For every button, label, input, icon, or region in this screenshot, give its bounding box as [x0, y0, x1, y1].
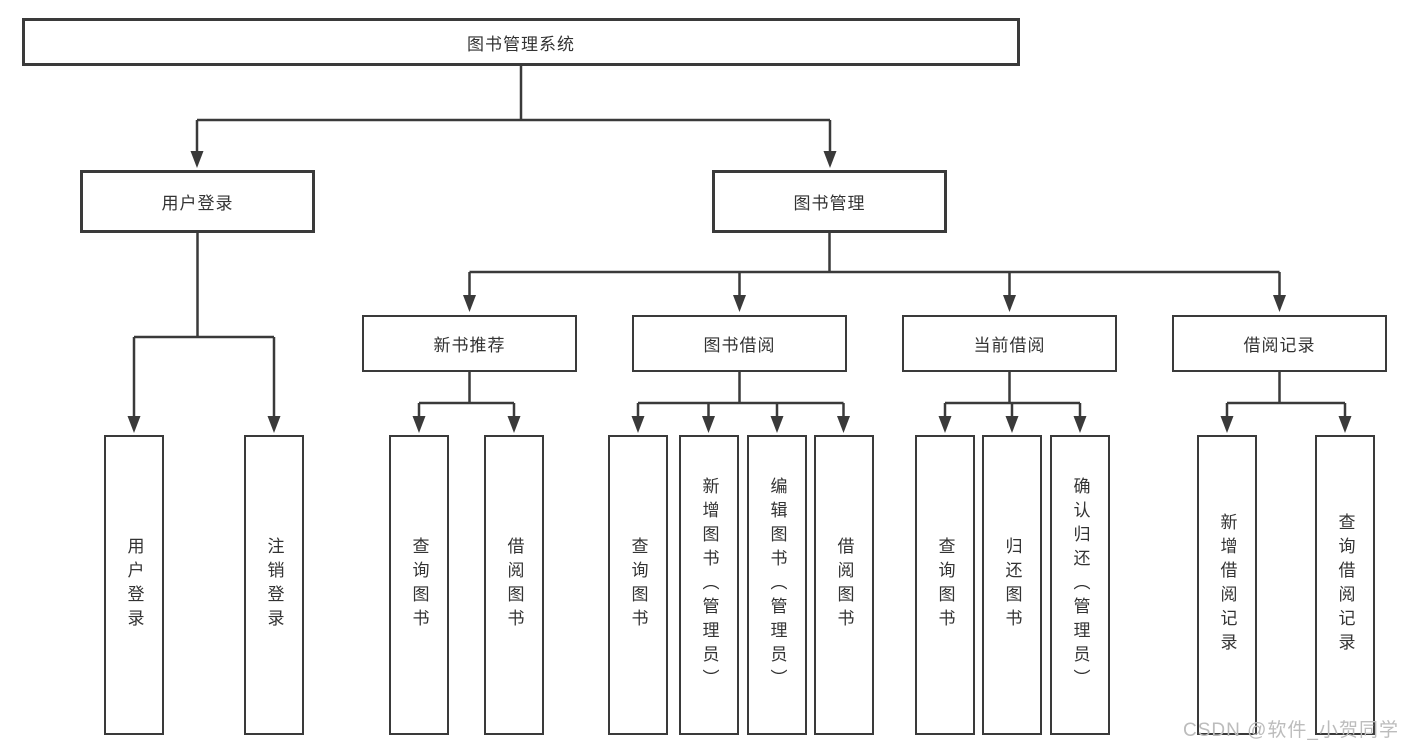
leaf-borrow-books-borrowing: 借阅图书	[814, 435, 874, 735]
node-label: 归还图书	[1002, 537, 1022, 633]
connector-current-borrowing-bus	[943, 372, 1082, 418]
arrowhead-user-login	[190, 151, 204, 168]
arrowhead-leaf-user-login	[127, 416, 141, 433]
arrowhead-leaf-return-books	[1005, 416, 1019, 433]
connector-user-login-bus	[132, 233, 276, 418]
arrowhead-book-management	[823, 151, 837, 168]
arrowhead-leaf-confirm-return	[1073, 416, 1087, 433]
arrowhead-leaf-add-record	[1220, 416, 1234, 433]
arrowhead-leaf-add-book	[702, 416, 715, 433]
node-label: 新增借阅记录	[1217, 513, 1237, 657]
node-user-login: 用户登录	[80, 170, 315, 233]
node-label: 新增图书（管理员）	[699, 477, 719, 693]
leaf-user-login: 用户登录	[104, 435, 164, 735]
node-library-management-system: 图书管理系统	[22, 18, 1020, 66]
connector-book-borrowing-bus	[636, 372, 845, 418]
arrowhead-leaf-edit-book	[770, 416, 784, 433]
node-label: 用户登录	[124, 537, 144, 633]
arrowhead-book-borrowing	[733, 295, 746, 312]
leaf-query-books-recommend: 查询图书	[389, 435, 449, 735]
node-borrowing-records: 借阅记录	[1172, 315, 1387, 372]
connector-root-bus	[195, 66, 832, 153]
node-label: 图书管理系统	[467, 34, 575, 54]
leaf-query-borrow-record: 查询借阅记录	[1315, 435, 1375, 735]
leaf-borrow-books-recommend: 借阅图书	[484, 435, 544, 735]
leaf-query-books-borrowing: 查询图书	[608, 435, 668, 735]
connector-borrowing-records-bus	[1225, 372, 1347, 418]
arrowhead-leaf-query-books-3	[938, 416, 952, 433]
leaf-return-books: 归还图书	[982, 435, 1042, 735]
node-book-management: 图书管理	[712, 170, 947, 233]
node-label: 查询借阅记录	[1335, 513, 1355, 657]
node-label: 查询图书	[628, 537, 648, 633]
arrowhead-leaf-borrow-books-1	[507, 416, 521, 433]
connector-book-management-bus	[468, 233, 1281, 297]
leaf-add-book-admin: 新增图书（管理员）	[679, 435, 739, 735]
node-label: 图书管理	[793, 194, 866, 213]
arrowhead-leaf-query-record	[1338, 416, 1352, 433]
node-label: 借阅记录	[1243, 336, 1316, 355]
arrowhead-leaf-query-books-2	[631, 416, 645, 433]
leaf-logout: 注销登录	[244, 435, 304, 735]
leaf-add-borrow-record: 新增借阅记录	[1197, 435, 1257, 735]
csdn-watermark: CSDN @软件_小贺同学	[1183, 720, 1399, 741]
connector-new-book-bus	[417, 372, 516, 418]
leaf-query-books-current: 查询图书	[915, 435, 975, 735]
node-label: 查询图书	[409, 537, 429, 633]
node-label: 借阅图书	[834, 537, 854, 633]
arrowhead-borrowing-records	[1273, 295, 1286, 312]
node-label: 注销登录	[264, 537, 284, 633]
node-label: 图书借阅	[703, 336, 776, 355]
node-book-borrowing: 图书借阅	[632, 315, 847, 372]
leaf-edit-book-admin: 编辑图书（管理员）	[747, 435, 807, 735]
node-label: 编辑图书（管理员）	[767, 477, 787, 693]
arrowhead-current-borrowing	[1003, 295, 1016, 312]
node-label: 确认归还（管理员）	[1070, 477, 1090, 693]
node-label: 借阅图书	[504, 537, 524, 633]
node-current-borrowing: 当前借阅	[902, 315, 1117, 372]
node-new-book-recommendation: 新书推荐	[362, 315, 577, 372]
node-label: 查询图书	[935, 537, 955, 633]
arrowhead-new-book-recommendation	[463, 295, 476, 312]
arrowhead-leaf-query-books-1	[412, 416, 426, 433]
arrowhead-leaf-borrow-books-2	[837, 416, 850, 433]
node-label: 用户登录	[161, 194, 234, 213]
leaf-confirm-return-admin: 确认归还（管理员）	[1050, 435, 1110, 735]
node-label: 新书推荐	[433, 336, 506, 355]
node-label: 当前借阅	[973, 336, 1046, 355]
arrowhead-leaf-logout	[267, 416, 281, 433]
